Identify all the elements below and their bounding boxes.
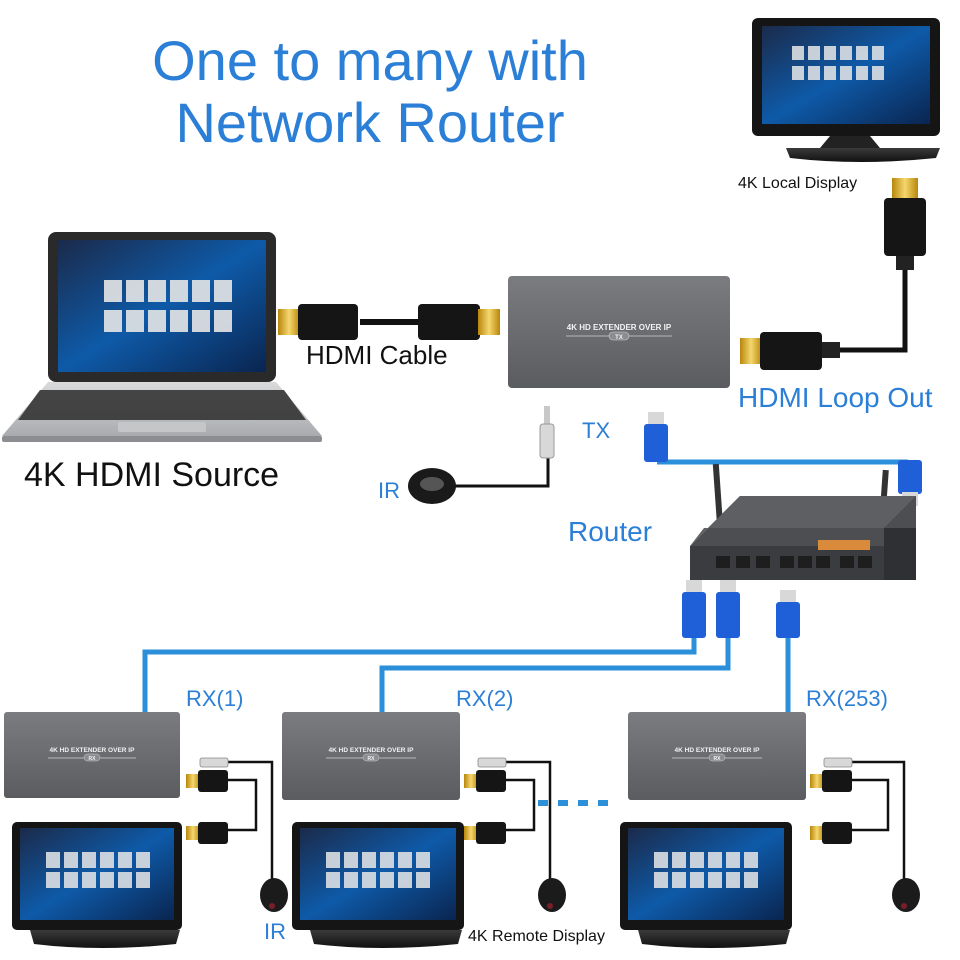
hdmi-plug-local-display xyxy=(884,178,926,270)
rx253-connectors xyxy=(810,757,853,844)
hdmi-cable-label: HDMI Cable xyxy=(306,340,448,370)
rx2-connectors xyxy=(464,757,507,844)
rx253-device-badge: RX xyxy=(714,756,722,762)
rx253-label: RX(253) xyxy=(806,686,888,711)
remote-monitor-1 xyxy=(12,822,182,948)
tx-device-text: 4K HD EXTENDER OVER IP xyxy=(567,323,672,332)
tx-extender: 4K HD EXTENDER OVER IP TX xyxy=(508,276,730,388)
remote-monitor-2 xyxy=(292,822,464,948)
network-cables xyxy=(142,459,908,712)
network-router xyxy=(690,463,916,580)
local-display-monitor xyxy=(752,18,940,162)
diagram-title: One to many with Network Router xyxy=(60,30,680,154)
rx-side-cables xyxy=(228,760,906,880)
hdmi-loop-cable-line xyxy=(840,268,908,353)
title-line-1: One to many with xyxy=(152,29,588,92)
remote-monitor-253 xyxy=(620,822,792,948)
ir-label-top: IR xyxy=(378,478,400,503)
rx2-device-badge: RX xyxy=(368,756,376,762)
rx-unit-1: 4K HD EXTENDER OVER IP RX xyxy=(4,712,180,798)
rx2-label: RX(2) xyxy=(456,686,514,711)
rx1-device-text: 4K HD EXTENDER OVER IP xyxy=(50,747,136,754)
local-display-label: 4K Local Display xyxy=(738,175,858,192)
rx1-connectors xyxy=(186,757,229,844)
ir-cable-top xyxy=(450,458,550,488)
ir-receivers-bottom xyxy=(260,878,920,912)
title-line-2: Network Router xyxy=(175,91,565,154)
rj45-rx-connectors xyxy=(682,580,800,638)
hdmi-loop-out-label: HDMI Loop Out xyxy=(738,382,933,413)
rx1-label: RX(1) xyxy=(186,686,244,711)
hdmi-plug-left xyxy=(278,304,358,340)
rx-unit-2: 4K HD EXTENDER OVER IP RX xyxy=(282,712,460,800)
rx1-device-badge: RX xyxy=(89,756,97,762)
laptop-source xyxy=(2,232,322,442)
rj45-tx xyxy=(644,412,668,462)
router-label: Router xyxy=(568,516,653,547)
tx-device-badge: TX xyxy=(615,335,623,341)
ir-receiver-top xyxy=(408,468,456,504)
audio-jack-top xyxy=(539,406,555,459)
hdmi-plug-loop-out xyxy=(740,332,840,370)
hdmi-plug-right xyxy=(418,304,500,340)
rx-unit-253: 4K HD EXTENDER OVER IP RX xyxy=(628,712,806,800)
hdmi-source-label: 4K HDMI Source xyxy=(24,456,280,494)
ir-label-bottom: IR xyxy=(264,919,286,944)
rx2-device-text: 4K HD EXTENDER OVER IP xyxy=(329,747,415,754)
rx253-device-text: 4K HD EXTENDER OVER IP xyxy=(675,747,761,754)
remote-display-label: 4K Remote Display xyxy=(468,928,605,945)
continuation-dots xyxy=(538,800,608,806)
tx-label: TX xyxy=(582,418,611,443)
